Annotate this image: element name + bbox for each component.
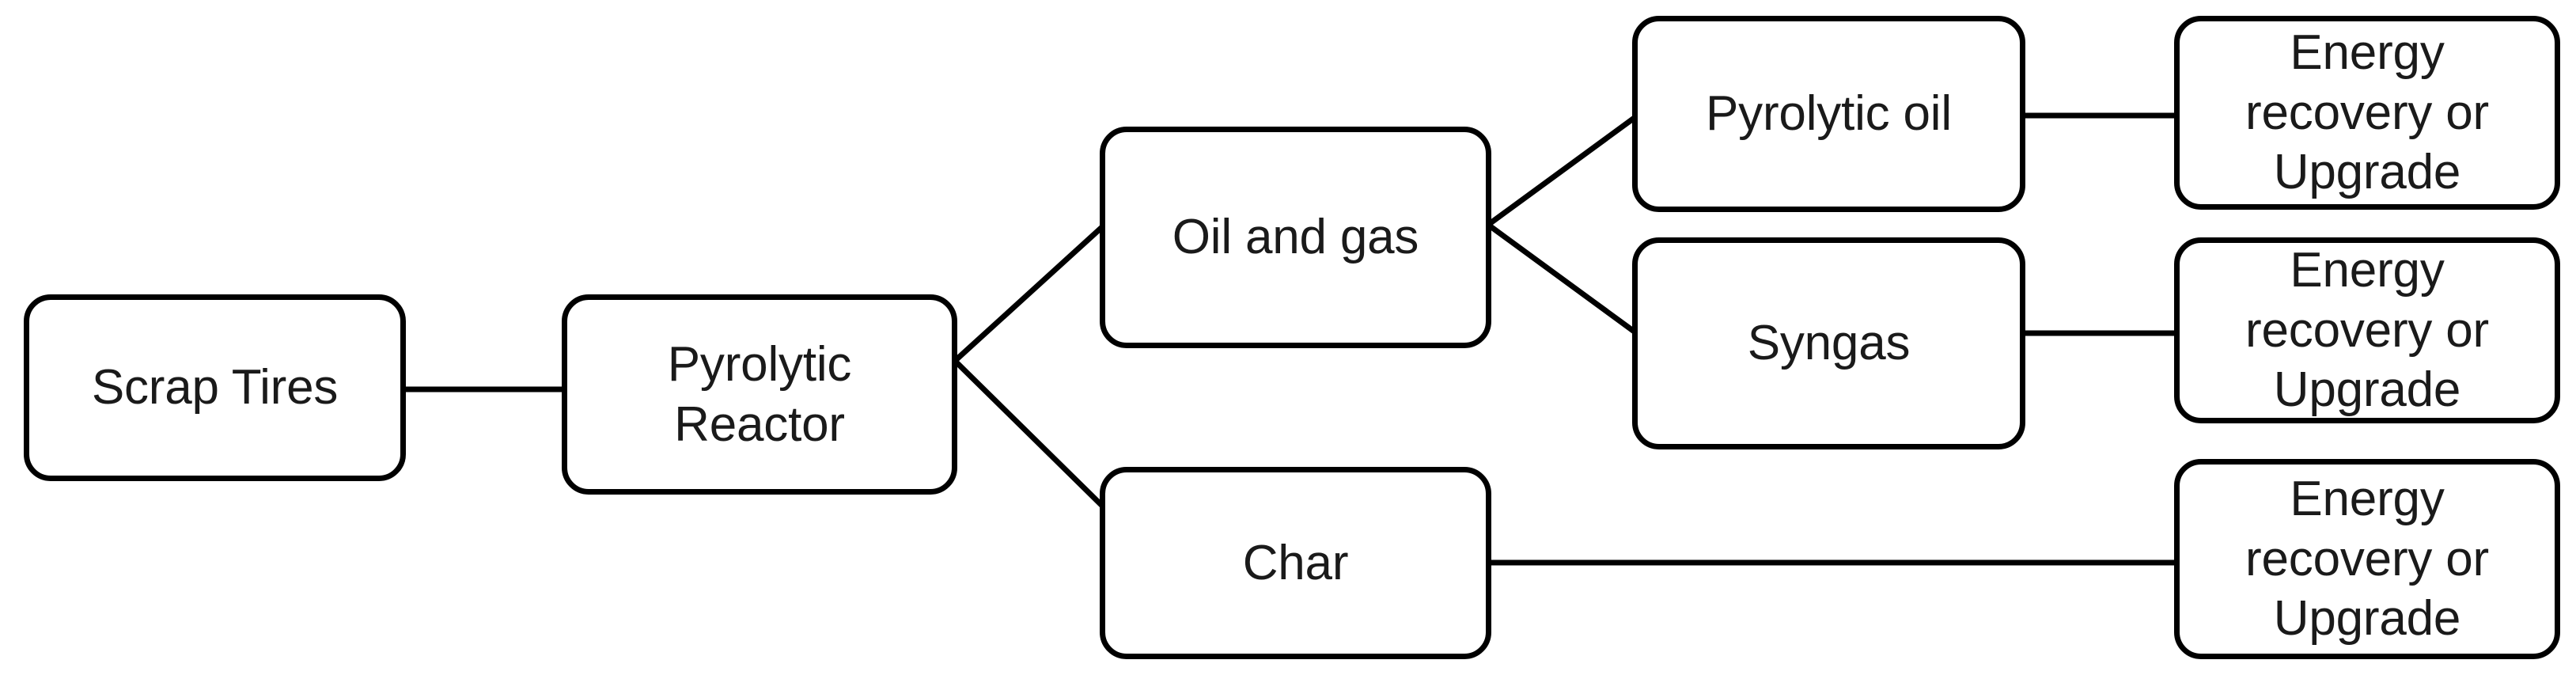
node-energy-recovery-or-upgrade-oil-label: Energy recovery or Upgrade: [2245, 25, 2489, 200]
node-energy-recovery-or-upgrade-syngas-label: Energy recovery or Upgrade: [2245, 243, 2489, 418]
edge-pyrolytic-reactor-to-oil-and-gas: [953, 224, 1105, 363]
node-scrap-tires-label: Scrap Tires: [91, 360, 339, 415]
node-energy-recovery-or-upgrade-syngas[interactable]: Energy recovery or Upgrade: [2174, 237, 2560, 423]
node-pyrolytic-oil[interactable]: Pyrolytic oil: [1632, 16, 2025, 212]
node-pyrolytic-reactor[interactable]: Pyrolytic Reactor: [562, 294, 957, 495]
node-char[interactable]: Char: [1100, 467, 1491, 659]
node-energy-recovery-or-upgrade-char-label: Energy recovery or Upgrade: [2245, 472, 2489, 647]
node-scrap-tires[interactable]: Scrap Tires: [24, 294, 406, 481]
edge-pyrolytic-reactor-to-char: [953, 358, 1105, 509]
node-oil-and-gas-label: Oil and gas: [1172, 210, 1419, 265]
node-syngas[interactable]: Syngas: [1632, 237, 2025, 449]
node-syngas-label: Syngas: [1747, 316, 1911, 371]
node-energy-recovery-or-upgrade-char[interactable]: Energy recovery or Upgrade: [2174, 459, 2560, 659]
node-energy-recovery-or-upgrade-oil[interactable]: Energy recovery or Upgrade: [2174, 16, 2560, 210]
node-char-label: Char: [1242, 535, 1349, 590]
edge-oil-and-gas-to-syngas: [1486, 222, 1638, 335]
node-pyrolytic-reactor-label: Pyrolytic Reactor: [667, 336, 852, 452]
node-pyrolytic-oil-label: Pyrolytic oil: [1706, 86, 1952, 142]
edge-oil-and-gas-to-pyrolytic-oil: [1486, 115, 1638, 227]
node-oil-and-gas[interactable]: Oil and gas: [1100, 127, 1491, 348]
